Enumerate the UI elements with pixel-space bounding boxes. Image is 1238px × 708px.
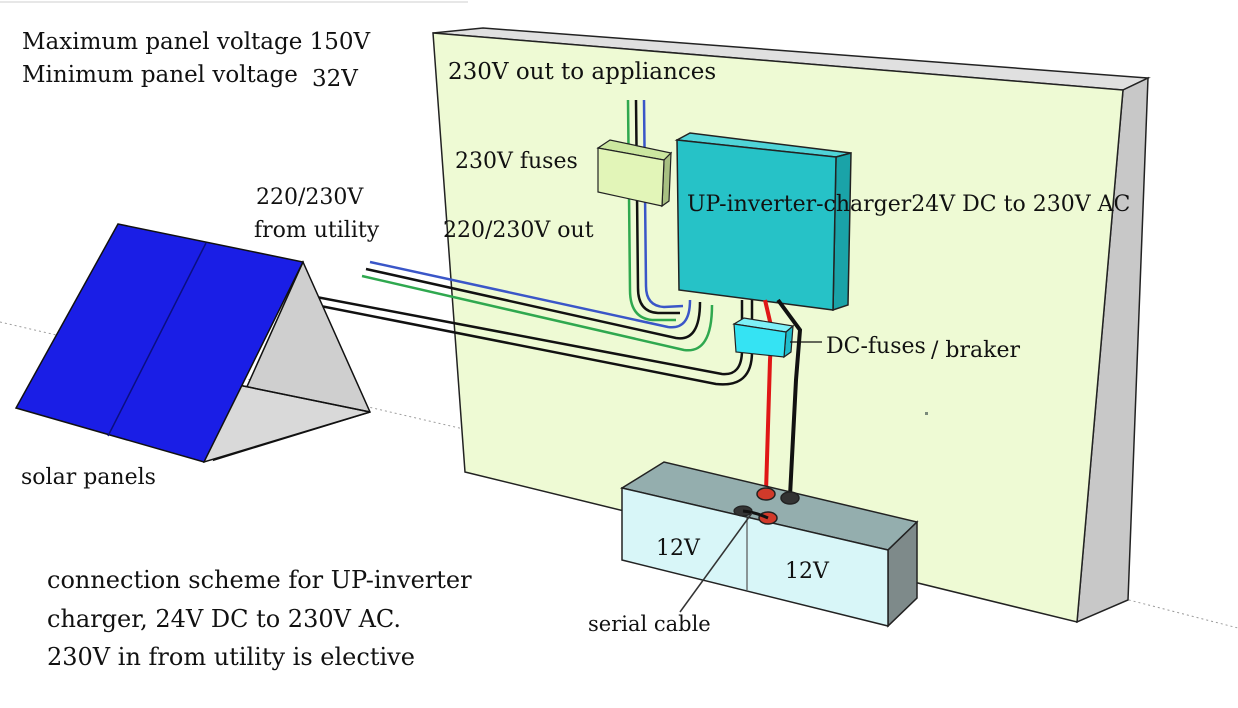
caption-line-3: 230V in from utility is elective [47, 643, 415, 671]
utility-wire-blue [369, 260, 692, 329]
out-to-appliances-label: 230V out to appliances [448, 59, 717, 85]
appliance-wire-black [634, 99, 680, 315]
caption-line-1: connection scheme for UP-inverter [47, 566, 472, 594]
min-voltage-value: 32V [312, 66, 358, 92]
max-voltage-text: Maximum panel voltage 150V [22, 29, 371, 55]
battery-wire-black [776, 298, 803, 497]
fuse-box-front [597, 147, 665, 207]
battery-terminal-black [780, 491, 800, 505]
inverter-front [676, 139, 837, 311]
dc-fuse-box [732, 317, 822, 359]
fuse-box-230v [596, 139, 673, 208]
battery-right-label: 12V [785, 559, 829, 584]
solar-panel-array [14, 223, 372, 464]
utility-wires [361, 260, 714, 352]
serial-cable-label: serial cable [588, 612, 711, 636]
inverter-label: UP-inverter-charger24V DC to 230V AC [687, 192, 1131, 217]
fuses-230v-label: 230V fuses [455, 149, 578, 174]
caption-line-2: charger, 24V DC to 230V AC. [47, 605, 402, 633]
appliance-wire-green [626, 99, 676, 322]
battery-serial-link [742, 509, 769, 520]
min-voltage-text: Minimum panel voltage [22, 62, 298, 88]
solar-panels-label: solar panels [21, 465, 156, 490]
utility-wire-green [361, 274, 714, 352]
solar-panel-face [14, 223, 305, 463]
battery-terminal-red [756, 487, 776, 501]
utility-wire-black [365, 267, 702, 340]
appliance-wires [626, 99, 684, 322]
out-220-230-label: 220/230V out [443, 218, 594, 243]
battery-front [621, 487, 889, 627]
serial-cable-pointer [679, 512, 753, 613]
inverter-charger-box [674, 132, 852, 312]
braker-label: / braker [931, 338, 1020, 363]
battery-bank [620, 461, 919, 628]
battery-left-label: 12V [656, 536, 700, 561]
from-utility-label-line1: 220/230V [256, 185, 364, 210]
dc-fuse-front [733, 323, 787, 358]
appliance-wire-blue [642, 99, 684, 309]
dc-fuses-label: DC-fuses [826, 334, 926, 359]
solar-panel-divider [107, 242, 207, 437]
from-utility-label-line2: from utility [254, 218, 380, 243]
wall-dot [925, 412, 928, 415]
